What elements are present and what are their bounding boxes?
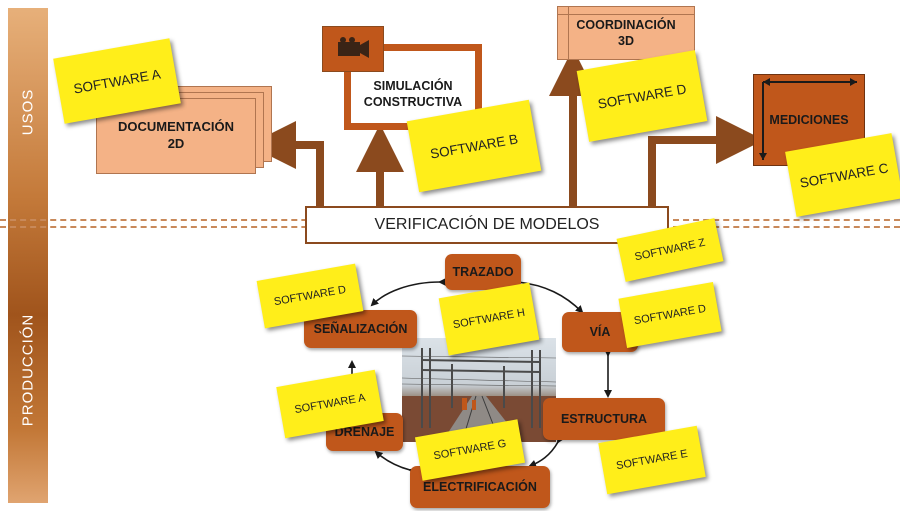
- video-camera-icon: [338, 37, 369, 58]
- drenaje-box: DRENAJE: [326, 413, 403, 451]
- documentacion-box: DOCUMENTACIÓN 2D: [96, 98, 256, 174]
- coordinacion-box: COORDINACIÓN 3D: [557, 6, 695, 60]
- dimension-arrows-icon: [759, 78, 857, 160]
- coordinacion-guide-h: [557, 14, 695, 15]
- estructura-box: ESTRUCTURA: [543, 398, 665, 440]
- side-bar: [8, 8, 48, 503]
- senalizacion-box: SEÑALIZACIÓN: [304, 310, 417, 348]
- camera-tile: [322, 26, 384, 72]
- cycle-arrow-trazado-senalizacion: [370, 277, 447, 307]
- arrow-to-mediciones: [648, 116, 764, 208]
- trazado-box: TRAZADO: [445, 254, 521, 290]
- coordinacion-guide-v: [568, 6, 569, 60]
- cycle-arrow-electrificacion-drenaje: [374, 450, 417, 476]
- arrow-to-documentacion: [248, 121, 324, 208]
- verificacion-box: VERIFICACIÓN DE MODELOS: [305, 206, 669, 244]
- cycle-arrow-estructura-electrificacion: [528, 434, 565, 468]
